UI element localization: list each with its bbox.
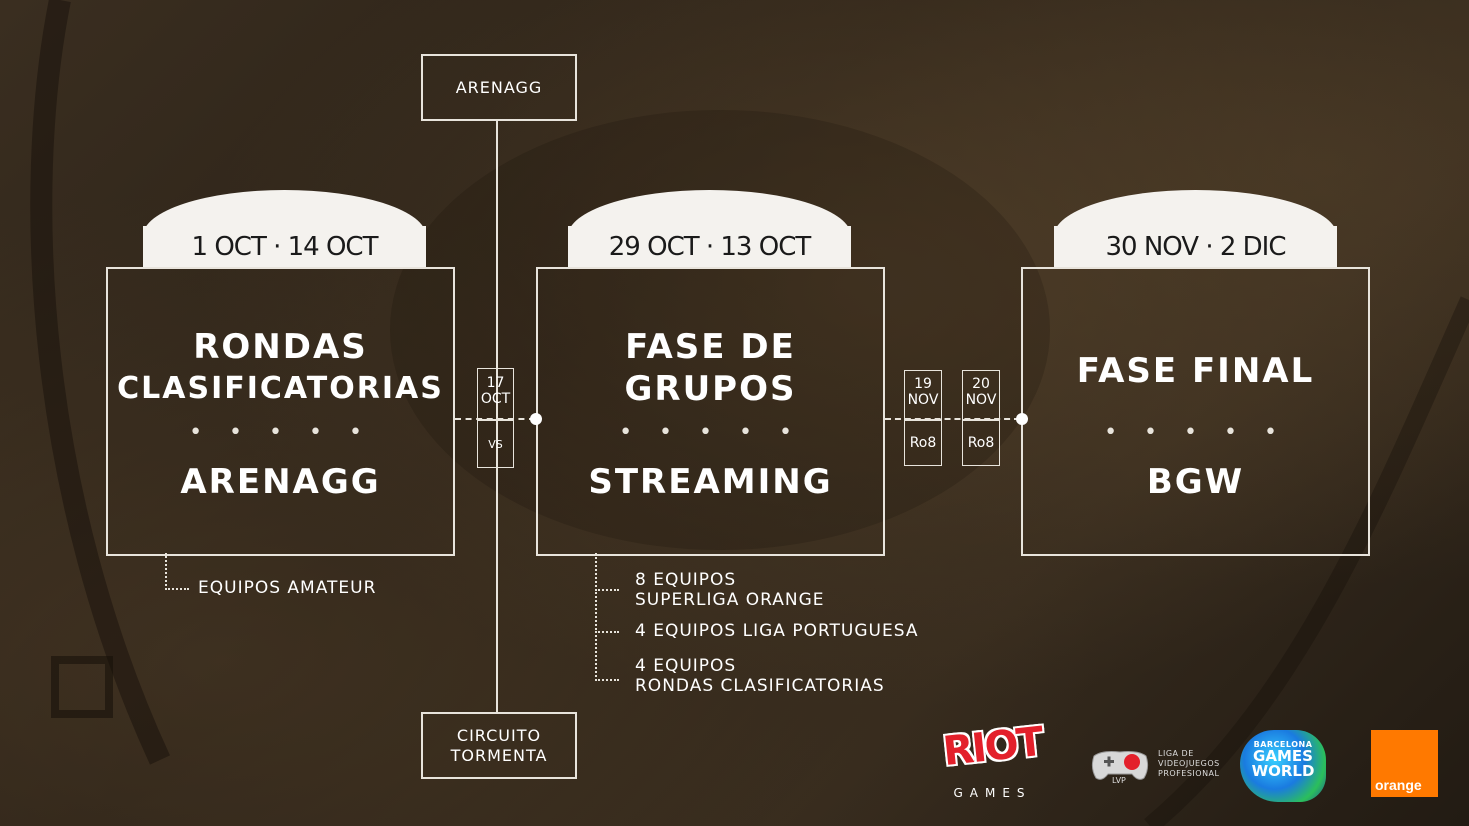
match1-date-box: 17 OCT	[477, 368, 514, 420]
stage1-box	[106, 267, 455, 556]
riot-logo-mark: RIOT	[940, 718, 1045, 776]
match3-label-box: Ro8	[962, 420, 1000, 466]
match2-label-box: Ro8	[904, 420, 942, 466]
match3-label: Ro8	[967, 435, 995, 451]
bottom-source-box: CIRCUITO TORMENTA	[421, 712, 577, 779]
match2-month: NOV	[907, 392, 939, 408]
stage3-venue: BGW	[1146, 462, 1245, 502]
stage3-box	[1021, 267, 1370, 556]
bgw-logo-line1: BARCELONA	[1253, 740, 1313, 749]
match1-label: VS	[488, 438, 503, 451]
stage1-note-leader	[165, 553, 189, 590]
riot-logo-sub: GAMES	[953, 786, 1032, 800]
match3-month: NOV	[965, 392, 997, 408]
stage1-date: 1 OCT · 14 OCT	[191, 232, 379, 262]
match1-label-box: VS	[477, 420, 514, 468]
match2-label: Ro8	[909, 435, 937, 451]
connector-dot-stage2	[530, 413, 542, 425]
stage2-note-3-line2: RONDAS CLASIFICATORIAS	[635, 676, 885, 696]
bottom-source-line2: TORMENTA	[450, 745, 548, 765]
stage2-date: 29 OCT · 13 OCT	[608, 232, 811, 262]
bracket-vertical-line	[496, 120, 498, 712]
stage3-date-label: 30 NOV · 2 DIC	[1054, 226, 1337, 268]
match1-day: 17	[486, 375, 505, 391]
match2-day: 19	[914, 376, 932, 392]
riot-games-logo: RIOT GAMES	[940, 719, 1045, 804]
orange-logo: orange	[1371, 730, 1438, 797]
match3-date-box: 20 NOV	[962, 370, 1000, 420]
stage2-note-1-line1: 8 EQUIPOS	[635, 570, 737, 590]
stage1-date-label: 1 OCT · 14 OCT	[143, 226, 426, 268]
stage2-venue: STREAMING	[588, 462, 833, 502]
stage1-venue: ARENAGG	[180, 462, 381, 502]
bgw-logo-line2: GAMES	[1253, 747, 1313, 765]
stage2-note-leader-3	[595, 631, 619, 681]
match1-month: OCT	[480, 391, 511, 407]
stage2-note-leader-2	[595, 589, 619, 633]
stage2-title-line1: FASE DE	[625, 327, 796, 367]
stage2-title-line2: GRUPOS	[624, 369, 797, 409]
top-source-label: ARENAGG	[455, 78, 543, 97]
stage3-date: 30 NOV · 2 DIC	[1105, 232, 1286, 262]
match2-date-box: 19 NOV	[904, 370, 942, 420]
orange-logo-text: orange	[1375, 777, 1422, 793]
connector-stage2-stage3	[885, 418, 1020, 420]
lvp-logo-name: LVP	[1112, 776, 1126, 785]
stage3-separator: • • • • •	[1104, 420, 1287, 445]
stage1-title-line1: RONDAS	[193, 327, 368, 367]
lvp-logo-text: LIGA DE VIDEOJUEGOS PROFESIONAL	[1158, 749, 1220, 779]
stage2-note-1: 8 EQUIPOS SUPERLIGA ORANGE	[635, 570, 825, 610]
bgw-logo-line3: WORLD	[1251, 762, 1315, 780]
stage2-note-2: 4 EQUIPOS LIGA PORTUGUESA	[635, 621, 919, 641]
stage2-title: FASE DE GRUPOS	[536, 326, 885, 410]
bottom-source-line1: CIRCUITO	[456, 725, 542, 745]
top-source-box: ARENAGG	[421, 54, 577, 121]
stage2-box	[536, 267, 885, 556]
stage2-date-label: 29 OCT · 13 OCT	[568, 226, 851, 268]
stage1-title-line2: CLASIFICATORIAS	[117, 371, 444, 406]
stage3-title: FASE FINAL	[1076, 351, 1315, 391]
stage1-title: RONDAS CLASIFICATORIAS	[106, 326, 455, 410]
barcelona-games-world-logo: BARCELONA GAMES WORLD	[1240, 730, 1326, 802]
lvp-logo-text2: VIDEOJUEGOS	[1158, 759, 1220, 768]
stage2-note-3: 4 EQUIPOS RONDAS CLASIFICATORIAS	[635, 656, 885, 696]
lvp-logo-text1: LIGA DE	[1158, 749, 1194, 758]
gamepad-icon	[1091, 751, 1149, 780]
lvp-logo-icon: LVP	[1088, 746, 1152, 786]
stage2-note-leader-1	[595, 553, 619, 591]
match3-day: 20	[972, 376, 990, 392]
stage2-note-3-line1: 4 EQUIPOS	[635, 656, 737, 676]
stage2-separator: • • • • •	[619, 420, 802, 445]
lvp-logo: LVP LIGA DE VIDEOJUEGOS PROFESIONAL	[1088, 744, 1228, 790]
stage2-note-1-line2: SUPERLIGA ORANGE	[635, 590, 825, 610]
lvp-logo-text3: PROFESIONAL	[1158, 769, 1220, 778]
stage1-note: EQUIPOS AMATEUR	[198, 578, 377, 598]
connector-dot-stage3	[1016, 413, 1028, 425]
stage1-separator: • • • • •	[189, 420, 372, 445]
